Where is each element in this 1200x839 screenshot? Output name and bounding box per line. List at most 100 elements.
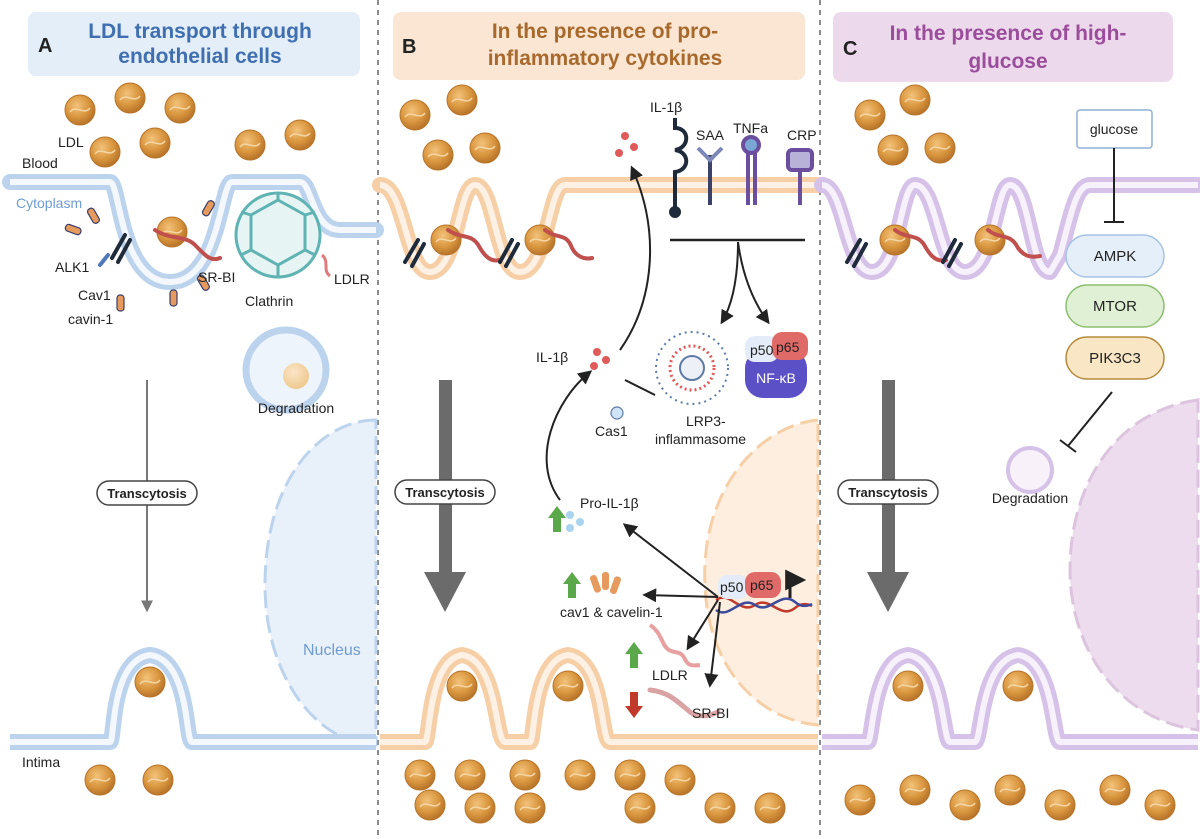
pro-il1b-molecules	[566, 511, 584, 532]
ldl-particle	[877, 134, 909, 166]
ldl-particle	[854, 99, 886, 131]
label-srbi-a: SR-BI	[198, 269, 235, 285]
ldl-particle	[464, 792, 496, 824]
signal-arrow-nfkb	[737, 241, 770, 325]
nucleus-a	[263, 418, 378, 747]
transcytosis-badge-a	[96, 480, 198, 506]
label-cav1-cavelin: cav1 & cavelin-1	[560, 604, 663, 620]
mtor-box	[1065, 284, 1165, 328]
expr-arrow-ldlr	[686, 599, 719, 651]
il1b-molecules-mid	[590, 348, 610, 370]
panel-a-header: A LDL transport through endothelial cell…	[28, 12, 360, 76]
ldl-particle	[404, 759, 436, 791]
saa-receptor	[696, 146, 724, 205]
label-ldl: LDL	[58, 134, 84, 150]
panel-c-title-line1: In the presence of high-	[890, 22, 1127, 45]
ldl-particle	[1099, 774, 1131, 806]
ldl-particle	[844, 784, 876, 816]
label-tnfa: TNFa	[733, 120, 768, 136]
label-inflammasome: inflammasome	[655, 431, 746, 447]
il1b-molecules-top	[615, 132, 638, 157]
up-arrow-ldlr	[625, 642, 643, 668]
panel-b-title-line2: inflammatory cytokines	[488, 47, 723, 70]
label-ampk: AMPK	[1094, 248, 1137, 265]
tnfa-receptor	[741, 135, 761, 205]
cas1-icon	[610, 406, 624, 420]
transcription-start-icon	[785, 569, 807, 598]
ldl-particle	[974, 224, 1006, 256]
ldl-particle	[139, 127, 171, 159]
label-blood: Blood	[22, 155, 58, 171]
lrp3-inflammasome	[655, 331, 729, 405]
ldl-particle	[994, 774, 1026, 806]
label-transcytosis-c: Transcytosis	[848, 485, 928, 500]
ldl-particle	[164, 92, 196, 124]
pik3c3-box	[1065, 336, 1165, 380]
membrane-receptors-c	[845, 228, 1042, 268]
panel-c-letter: C	[843, 38, 857, 60]
bottom-membrane-c	[822, 647, 1198, 750]
ldl-particle	[234, 129, 266, 161]
ampk-box	[1065, 234, 1165, 278]
nfkb-complex	[745, 332, 808, 398]
expr-arrow-cav1	[642, 588, 719, 603]
panel-a-details	[64, 191, 332, 613]
expr-arrow-srbi	[704, 601, 721, 688]
alk1-receptor-a	[98, 233, 132, 267]
ldl-particle	[754, 792, 786, 824]
label-transcytosis-b: Transcytosis	[405, 485, 485, 500]
transcytosis-badge-c	[837, 479, 939, 505]
il1b-secretion-arrow	[619, 165, 651, 351]
ldl-particle	[64, 94, 96, 126]
label-glucose: glucose	[1090, 121, 1138, 137]
label-p50: p50	[750, 342, 774, 358]
membrane-receptors-b	[403, 228, 594, 268]
ldl-particle	[142, 764, 174, 796]
ldl-particle	[89, 136, 121, 168]
nucleus-c	[1068, 398, 1200, 732]
label-p65: p65	[776, 339, 800, 355]
panel-a-title-line1: LDL transport through	[88, 20, 312, 43]
panel-b-details	[394, 118, 814, 719]
label-saa: SAA	[696, 127, 725, 143]
ldl-particle	[446, 670, 478, 702]
ldl-particle	[624, 792, 656, 824]
ldl-particle	[949, 789, 981, 821]
label-il1b-mid: IL-1β	[536, 349, 568, 365]
cav1-cavin-cluster	[589, 572, 621, 594]
bottom-membrane-a	[10, 647, 376, 750]
crp-receptor	[786, 148, 814, 205]
label-nucleus: Nucleus	[303, 642, 361, 659]
cavin-proteins-a	[64, 200, 215, 312]
label-lrp3: LRP3-	[686, 413, 726, 429]
ldl-particle	[704, 792, 736, 824]
label-cav1: Cav1	[78, 287, 111, 303]
bottom-membrane-b	[380, 647, 818, 750]
panel-c-title-line2: glucose	[968, 50, 1047, 73]
panel-b-letter: B	[402, 36, 416, 58]
ldlr-receptor-a	[320, 253, 332, 278]
label-cytoplasm: Cytoplasm	[16, 195, 82, 211]
label-p50-dna: p50	[720, 579, 744, 595]
top-membrane-a	[2, 174, 384, 290]
ldl-particle	[469, 132, 501, 164]
up-arrow-pro-il1b	[548, 506, 566, 532]
label-degradation-c: Degradation	[992, 490, 1068, 506]
il1b-receptor	[669, 118, 689, 218]
panel-c-header: C In the presence of high- glucose	[833, 12, 1173, 82]
label-il1b-top: IL-1β	[650, 99, 682, 115]
label-cavin1: cavin-1	[68, 311, 113, 327]
dna-helix	[715, 596, 813, 614]
panel-a-letter: A	[38, 35, 52, 57]
ldl-particle	[399, 99, 431, 131]
label-mtor: MTOR	[1093, 298, 1137, 315]
panel-b-title-line1: In the presence of pro-	[492, 20, 718, 43]
label-crp: CRP	[787, 127, 817, 143]
label-degradation-a: Degradation	[258, 400, 334, 416]
ldl-particle	[1002, 670, 1034, 702]
degraded-ldl-a	[283, 363, 309, 389]
transcytosis-badge-b	[394, 479, 496, 505]
pik3c3-inhibits-degradation-bar	[1059, 439, 1077, 453]
label-clathrin: Clathrin	[245, 293, 293, 309]
